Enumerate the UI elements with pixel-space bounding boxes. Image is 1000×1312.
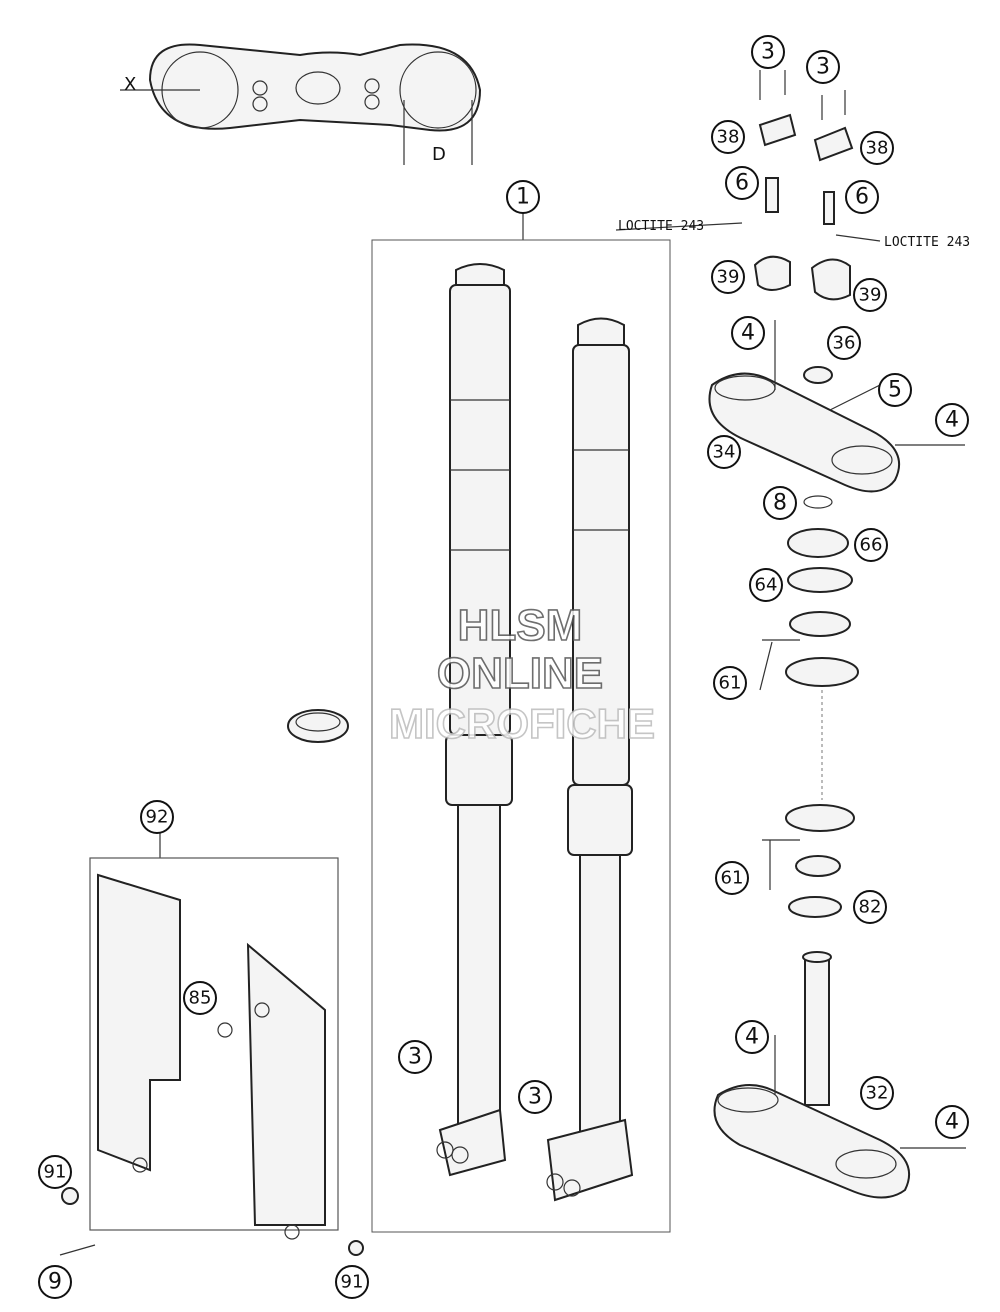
callout-64: 64 <box>749 568 783 602</box>
callout-6: 6 <box>845 180 879 214</box>
svg-text:91: 91 <box>44 1162 67 1183</box>
upper-triple-clamp <box>708 320 965 493</box>
svg-text:39: 39 <box>859 285 882 306</box>
callout-91: 91 <box>335 1265 369 1299</box>
fork-leg-left <box>436 263 513 1177</box>
callout-3: 3 <box>751 35 785 69</box>
watermark-line-1: HLSM <box>458 601 583 650</box>
svg-text:39: 39 <box>717 267 740 288</box>
svg-text:4: 4 <box>745 1025 759 1050</box>
watermark: HLSM ONLINE MICROFICHE <box>388 600 656 748</box>
svg-text:3: 3 <box>528 1085 542 1110</box>
callout-91: 91 <box>38 1155 72 1189</box>
screw-91-right <box>348 1240 364 1256</box>
callout-85: 85 <box>183 981 217 1015</box>
triple-clamp-inset: X D <box>120 43 482 165</box>
svg-text:61: 61 <box>719 673 742 694</box>
callout-1: 1 <box>506 180 540 214</box>
svg-text:36: 36 <box>833 333 856 354</box>
svg-text:5: 5 <box>888 378 902 403</box>
fork-assembly-frame <box>371 212 671 1233</box>
svg-text:1: 1 <box>516 185 530 210</box>
callout-61: 61 <box>713 666 747 700</box>
fork-seal-ring <box>287 709 349 743</box>
svg-text:3: 3 <box>816 55 830 80</box>
svg-text:82: 82 <box>859 897 882 918</box>
svg-text:61: 61 <box>721 868 744 889</box>
callout-3: 3 <box>518 1080 552 1114</box>
fork-leg-right <box>546 317 634 1202</box>
svg-text:32: 32 <box>866 1083 889 1104</box>
callout-4: 4 <box>735 1020 769 1054</box>
svg-text:8: 8 <box>773 491 787 516</box>
dimension-x-label: X <box>124 74 136 95</box>
svg-text:85: 85 <box>189 988 212 1009</box>
callout-61: 61 <box>715 861 749 895</box>
callout-9: 9 <box>38 1265 72 1299</box>
svg-text:3: 3 <box>408 1045 422 1070</box>
callout-4: 4 <box>731 316 765 350</box>
callout-39: 39 <box>711 260 745 294</box>
loctite-note-right: LOCTITE 243 <box>884 235 970 250</box>
callout-34: 34 <box>707 435 741 469</box>
svg-text:38: 38 <box>866 138 889 159</box>
svg-text:3: 3 <box>761 40 775 65</box>
callout-82: 82 <box>853 890 887 924</box>
callout-92: 92 <box>140 800 174 834</box>
svg-text:66: 66 <box>860 535 883 556</box>
svg-text:38: 38 <box>717 127 740 148</box>
svg-text:6: 6 <box>735 171 749 196</box>
callout-4: 4 <box>935 1105 969 1139</box>
svg-text:34: 34 <box>713 442 736 463</box>
screw-91-left <box>61 1187 79 1205</box>
dimension-d-label: D <box>432 144 446 165</box>
svg-text:4: 4 <box>945 1110 959 1135</box>
callout-5: 5 <box>878 373 912 407</box>
callout-8: 8 <box>763 486 797 520</box>
svg-text:64: 64 <box>755 575 778 596</box>
callout-32: 32 <box>860 1076 894 1110</box>
svg-text:92: 92 <box>146 807 169 828</box>
screw-9 <box>59 1244 96 1256</box>
svg-text:4: 4 <box>945 408 959 433</box>
svg-text:6: 6 <box>855 185 869 210</box>
callout-39: 39 <box>853 278 887 312</box>
loctite-note-left: LOCTITE 243 <box>618 219 704 234</box>
lower-triple-clamp <box>713 951 966 1199</box>
callout-66: 66 <box>854 528 888 562</box>
leader-lines <box>615 222 881 890</box>
callout-6: 6 <box>725 166 759 200</box>
watermark-line-3: MICROFICHE <box>389 700 655 747</box>
watermark-line-2: ONLINE <box>437 649 603 698</box>
svg-text:9: 9 <box>48 1270 62 1295</box>
callout-4: 4 <box>935 403 969 437</box>
callout-38: 38 <box>711 120 745 154</box>
top-clamp-parts <box>753 70 854 301</box>
svg-text:4: 4 <box>741 321 755 346</box>
svg-text:91: 91 <box>341 1272 364 1293</box>
fork-guard-group <box>89 832 339 1240</box>
callout-3: 3 <box>806 50 840 84</box>
callout-38: 38 <box>860 131 894 165</box>
callout-3: 3 <box>398 1040 432 1074</box>
callout-36: 36 <box>827 326 861 360</box>
steering-bearing-stack <box>785 495 859 918</box>
